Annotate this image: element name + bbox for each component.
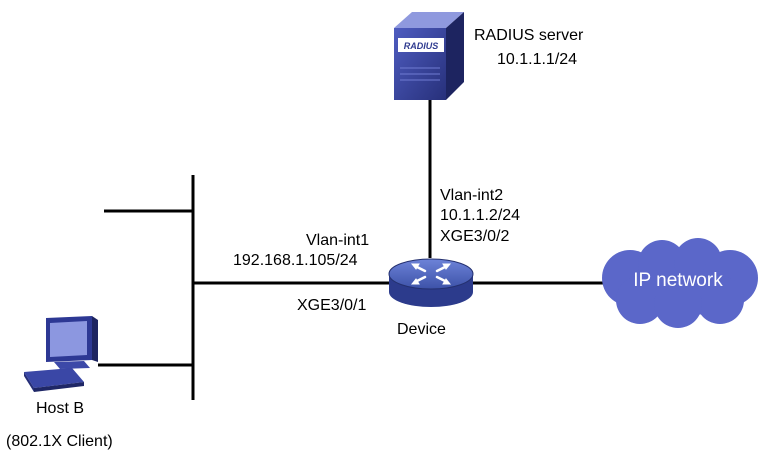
pc-icon: [24, 316, 98, 392]
radius-server-icon: RADIUS: [394, 12, 464, 100]
port-xge3-0-1-label: XGE3/0/1: [297, 297, 367, 314]
vlan-int1-label: Vlan-int1: [306, 232, 370, 249]
device-label: Device: [397, 321, 446, 338]
vlan-int2-ip: 10.1.1.2/24: [440, 207, 521, 224]
vlan-int2-label: Vlan-int2: [440, 187, 504, 204]
radius-server-name: RADIUS server: [474, 27, 584, 44]
radius-badge-text: RADIUS: [404, 41, 439, 51]
radius-server-ip: 10.1.1.1/24: [497, 51, 578, 68]
vlan-int1-ip: 192.168.1.105/24: [233, 252, 358, 269]
cloud-label: IP network: [633, 270, 723, 291]
host-name-label: Host B: [36, 400, 85, 417]
host-role-label: (802.1X Client): [6, 433, 113, 450]
port-xge3-0-2-label: XGE3/0/2: [440, 228, 510, 245]
router-icon: [388, 258, 474, 307]
cloud-icon: [602, 238, 758, 328]
